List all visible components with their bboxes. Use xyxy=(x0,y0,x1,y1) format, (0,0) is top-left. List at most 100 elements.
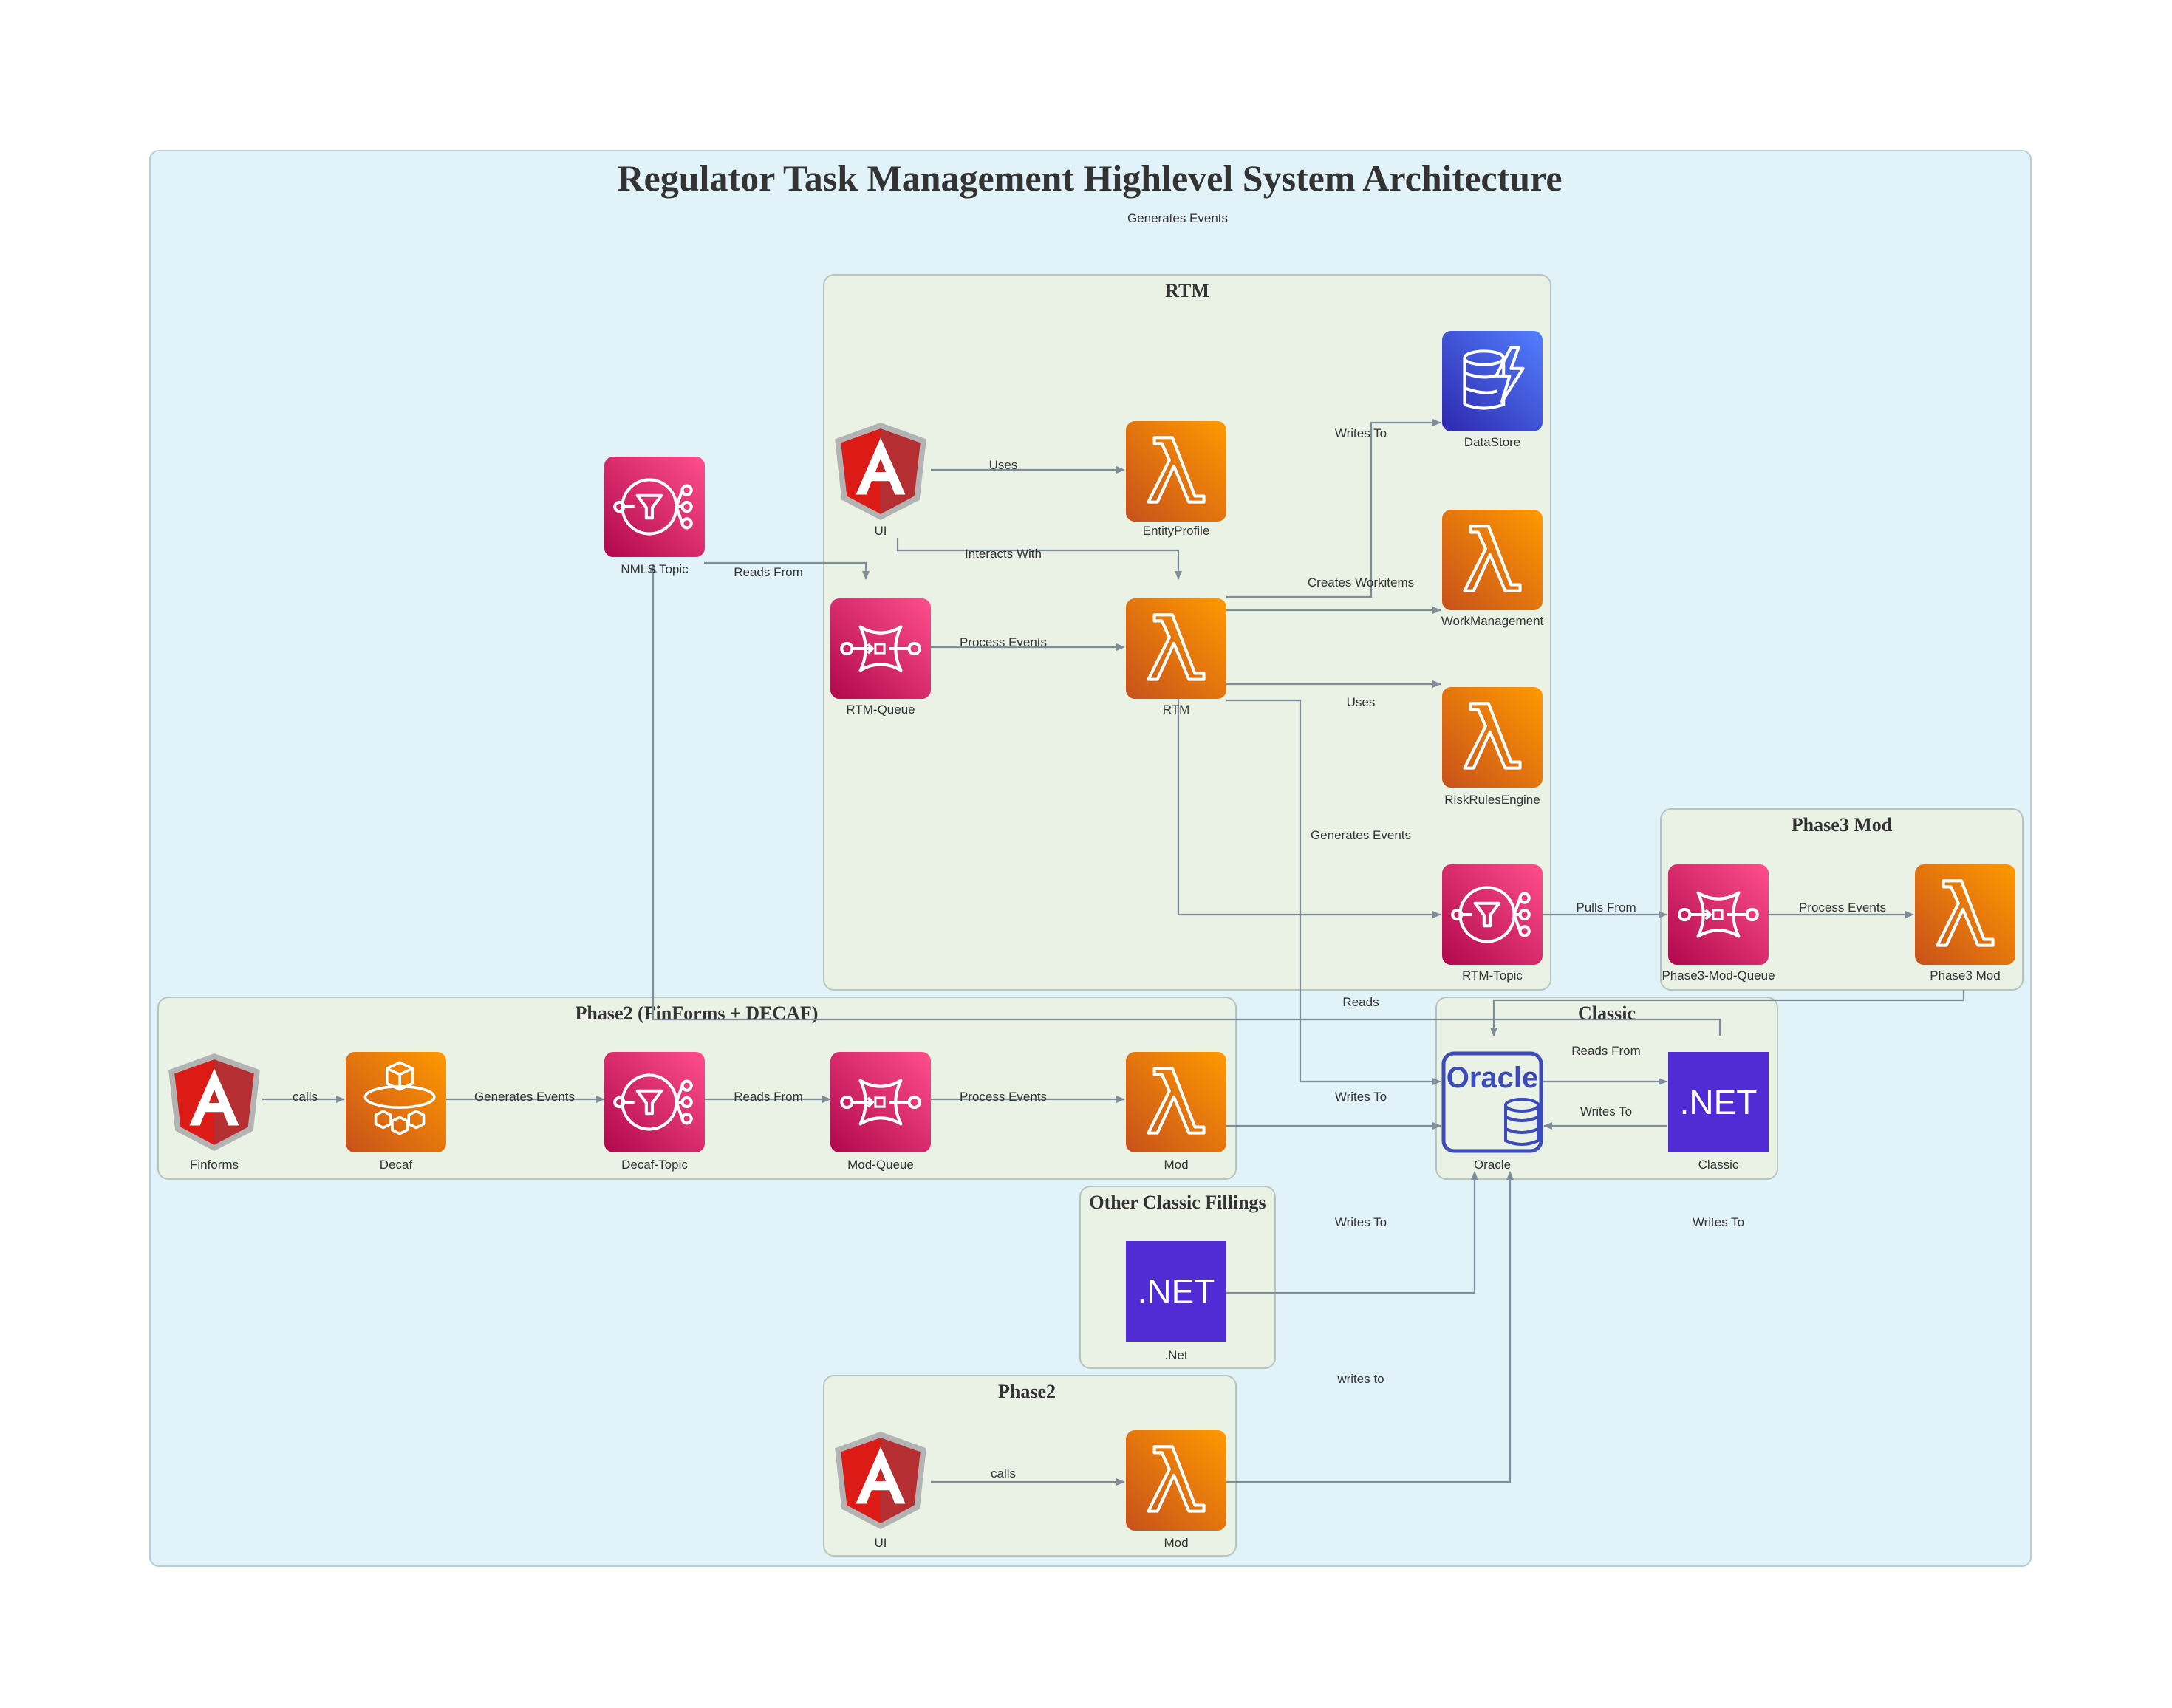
edge-rtm-datastore xyxy=(1226,419,1441,598)
edge-phase2mod-oracle xyxy=(1226,1171,1514,1483)
edge-label: Interacts With xyxy=(965,547,1042,561)
node-label: WorkManagement xyxy=(1441,614,1544,628)
node-finforms: Finforms xyxy=(168,1053,260,1172)
edge-label: Process Events xyxy=(1799,901,1886,915)
lambda-icon xyxy=(1126,1430,1226,1531)
decaf-icon xyxy=(346,1052,446,1152)
edge-label: Pulls From xyxy=(1576,901,1636,915)
diagram-title: Regulator Task Management Highlevel Syst… xyxy=(617,157,1562,199)
edge-label: Writes To xyxy=(1335,426,1387,440)
oracle-icon: Oracle xyxy=(1441,1051,1543,1153)
node-label: Decaf-Topic xyxy=(621,1158,688,1172)
node-phase3-mod: Phase3 Mod xyxy=(1915,864,2015,983)
node-label: RiskRulesEngine xyxy=(1444,793,1540,807)
edge-classic-nmls xyxy=(649,564,1721,1036)
node-label: Decaf xyxy=(380,1158,413,1172)
dotnet-wordmark: .NET xyxy=(1680,1083,1758,1121)
node-work-management: WorkManagement xyxy=(1441,510,1544,628)
edge-nmls-rtmqueue xyxy=(704,561,870,580)
edge-label: calls xyxy=(293,1090,318,1104)
lambda-icon xyxy=(1915,864,2015,965)
edge-label: Reads From xyxy=(1571,1044,1641,1058)
edge-label: Generates Events xyxy=(474,1090,575,1104)
edge-label: writes to xyxy=(1336,1372,1384,1386)
node-label: Classic xyxy=(1698,1158,1739,1172)
edge-label: Generates Events xyxy=(1311,828,1411,842)
node-decaf-topic: Decaf-Topic xyxy=(604,1052,705,1172)
node-label: UI xyxy=(875,524,887,538)
node-ui-rtm: UI xyxy=(835,423,926,538)
node-label: Mod xyxy=(1164,1158,1188,1172)
node-label: .Net xyxy=(1164,1348,1187,1362)
node-label: Mod xyxy=(1164,1536,1188,1550)
dynamodb-icon xyxy=(1442,331,1543,431)
sns-topic-icon xyxy=(1442,864,1543,965)
edge-label: Writes To xyxy=(1693,1215,1744,1229)
edge-label: Uses xyxy=(989,458,1018,472)
node-mod-queue: Mod-Queue xyxy=(830,1052,931,1172)
node-rtm-topic: RTM-Topic xyxy=(1442,864,1543,983)
lambda-icon xyxy=(1126,598,1226,699)
node-mod-finforms: Mod xyxy=(1126,1052,1226,1172)
sqs-queue-icon xyxy=(830,1052,931,1152)
edge-label: Writes To xyxy=(1335,1090,1387,1104)
dotnet-icon xyxy=(1126,1241,1226,1342)
edge-label: Process Events xyxy=(960,1090,1047,1104)
cluster-other-classic-title: Other Classic Fillings xyxy=(1089,1192,1266,1213)
node-oracle: Oracle Oracle xyxy=(1441,1051,1543,1172)
dotnet-icon xyxy=(1668,1052,1769,1152)
edge-label: Uses xyxy=(1347,695,1376,709)
node-label: RTM-Queue xyxy=(846,703,915,717)
sns-topic-icon xyxy=(604,1052,705,1152)
edge-dotnet-oracle xyxy=(1226,1171,1478,1294)
node-label: Phase3 Mod xyxy=(1930,969,2000,983)
edge-phase3mod-oracle xyxy=(1490,990,1965,1036)
edge-label: Process Events xyxy=(960,635,1047,649)
dotnet-wordmark: .NET xyxy=(1138,1272,1215,1311)
cluster-phase2-title: Phase2 xyxy=(998,1381,1056,1402)
edge-label: calls xyxy=(991,1466,1016,1480)
sns-topic-icon xyxy=(604,457,705,557)
cluster-classic-title: Classic xyxy=(1578,1002,1636,1024)
node-ui-phase2: UI xyxy=(835,1432,926,1550)
edge-ui-rtm xyxy=(896,538,1182,580)
node-rtm-queue: RTM-Queue xyxy=(830,598,931,717)
node-entity-profile: EntityProfile xyxy=(1126,421,1226,538)
lambda-icon xyxy=(1126,1052,1226,1152)
node-label: Oracle xyxy=(1474,1158,1511,1172)
edge-rtm-rtmtopic xyxy=(1177,697,1441,918)
node-label: Phase3-Mod-Queue xyxy=(1662,969,1775,983)
edge-label: Reads xyxy=(1342,995,1379,1009)
edge-label: Generates Events xyxy=(1127,211,1228,225)
node-nmls-topic: NMLS Topic xyxy=(604,457,705,576)
edge-labels: Generates Events Uses Interacts With Wri… xyxy=(293,211,1886,1480)
node-risk-rules-engine: RiskRulesEngine xyxy=(1442,687,1543,807)
node-label: NMLS Topic xyxy=(621,562,689,576)
node-label: EntityProfile xyxy=(1143,524,1210,538)
node-label: Mod-Queue xyxy=(847,1158,914,1172)
cluster-phase3-title: Phase3 Mod xyxy=(1792,814,1893,836)
lambda-icon xyxy=(1126,421,1226,522)
node-phase3-mod-queue: Phase3-Mod-Queue xyxy=(1662,864,1775,983)
cluster-rtm-title: RTM xyxy=(1165,280,1209,301)
node-label: RTM-Topic xyxy=(1462,969,1523,983)
node-datastore: DataStore xyxy=(1442,331,1543,449)
sqs-queue-icon xyxy=(1668,864,1769,965)
node-decaf: Decaf xyxy=(346,1052,446,1172)
node-label: RTM xyxy=(1163,703,1190,717)
node-label: UI xyxy=(875,1536,887,1550)
node-label: DataStore xyxy=(1464,435,1521,449)
edge-label: Writes To xyxy=(1580,1104,1632,1118)
edge-label: Creates Workitems xyxy=(1308,575,1414,590)
edges xyxy=(262,419,1965,1486)
node-dotnet-other: .NET .Net xyxy=(1126,1241,1226,1362)
oracle-wordmark: Oracle xyxy=(1447,1062,1539,1094)
lambda-icon xyxy=(1442,510,1543,610)
edge-label: Writes To xyxy=(1335,1215,1387,1229)
edge-label: Reads From xyxy=(734,1090,803,1104)
lambda-icon xyxy=(1442,687,1543,788)
node-rtm: RTM xyxy=(1126,598,1226,717)
edge-rtm-oracle xyxy=(1226,699,1441,1085)
node-mod-phase2: Mod xyxy=(1126,1430,1226,1550)
